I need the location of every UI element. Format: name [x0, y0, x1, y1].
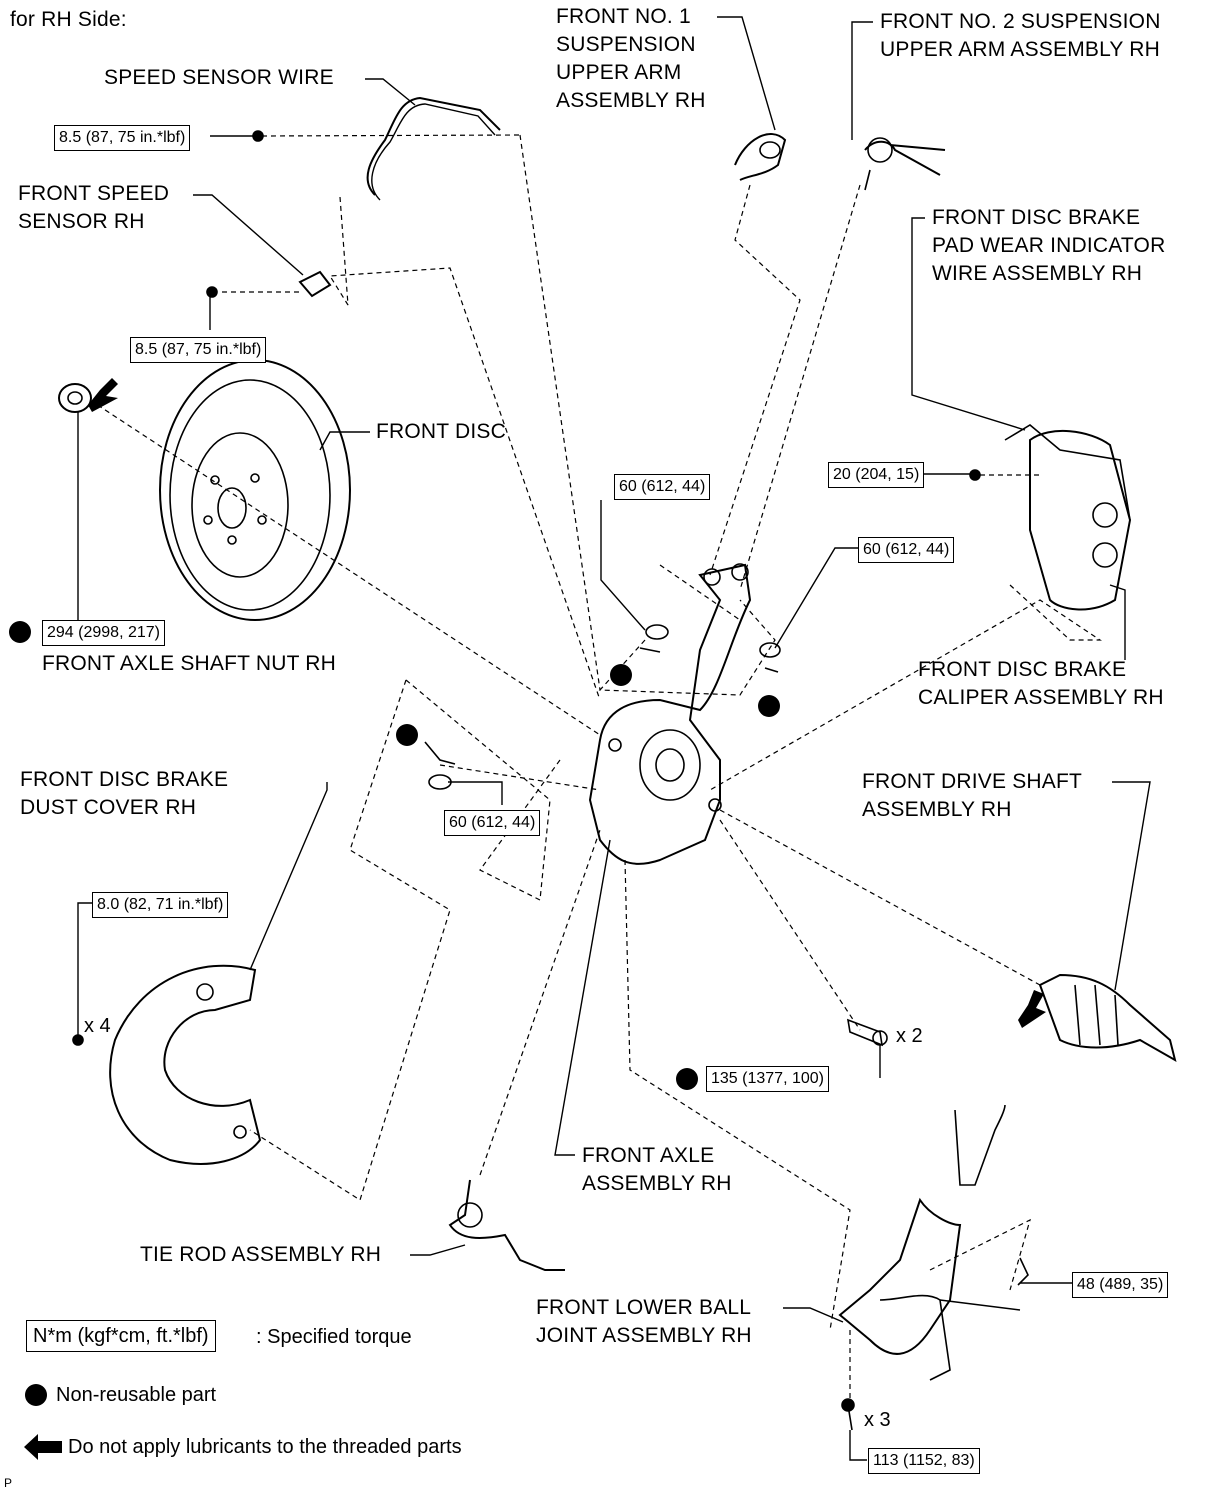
label-speed-sensor-wire: SPEED SENSOR WIRE	[104, 66, 334, 89]
footer-mark: P	[4, 1476, 13, 1490]
non-reusable-dot-lower-bolts	[676, 1068, 698, 1090]
torque-speed-wire-bolt: 8.5 (87, 75 in.*lbf)	[54, 125, 191, 151]
legend-torque-box: N*m (kgf*cm, ft.*lbf)	[26, 1320, 216, 1352]
torque-upper-arm1-nut: 60 (612, 44)	[614, 474, 711, 500]
label-front-disc: FRONT DISC	[376, 420, 506, 443]
non-reusable-dot-arm2	[758, 695, 780, 717]
label-pad-wear-wire: FRONT DISC BRAKE PAD WEAR INDICATOR WIRE…	[932, 206, 1166, 285]
label-front-axle-shaft-nut: FRONT AXLE SHAFT NUT RH	[42, 652, 336, 675]
label-front-speed-sensor: FRONT SPEED SENSOR RH	[18, 182, 170, 233]
non-reusable-dot-tie-rod	[396, 724, 418, 746]
label-tie-rod: TIE ROD ASSEMBLY RH	[140, 1243, 382, 1266]
torque-axle-nut: 294 (2998, 217)	[42, 620, 165, 646]
label-upper-arm-no1: FRONT NO. 1 SUSPENSION UPPER ARM ASSEMBL…	[556, 5, 706, 112]
non-reusable-dot-axle-nut	[9, 621, 31, 643]
torque-ball-joint-lower: 113 (1152, 83)	[868, 1448, 980, 1474]
torque-tie-rod-nut: 60 (612, 44)	[444, 810, 541, 836]
torque-dust-cover-bolt: 8.0 (82, 71 in.*lbf)	[92, 892, 229, 918]
legend-arrow-icon	[24, 1434, 62, 1460]
label-caliper: FRONT DISC BRAKE CALIPER ASSEMBLY RH	[918, 658, 1164, 709]
qty-ball-joint-lower: x 3	[864, 1409, 891, 1431]
torque-ball-joint-bolt: 48 (489, 35)	[1072, 1272, 1169, 1298]
side-heading: for RH Side:	[10, 8, 127, 31]
qty-lower-bolts: x 2	[896, 1025, 923, 1047]
torque-upper-arm2-nut: 60 (612, 44)	[858, 537, 955, 563]
torque-lower-bolts: 135 (1377, 100)	[706, 1066, 829, 1092]
label-front-axle: FRONT AXLE ASSEMBLY RH	[582, 1144, 732, 1195]
label-dust-cover: FRONT DISC BRAKE DUST COVER RH	[20, 768, 229, 819]
torque-speed-sensor-bolt: 8.5 (87, 75 in.*lbf)	[130, 337, 267, 363]
legend-non-reusable-dot	[25, 1384, 47, 1406]
legend-non-reusable-text: Non-reusable part	[56, 1384, 217, 1406]
torque-caliper-bolt: 20 (204, 15)	[828, 462, 925, 488]
label-drive-shaft: FRONT DRIVE SHAFT ASSEMBLY RH	[862, 770, 1083, 821]
non-reusable-dot-arm1	[610, 664, 632, 686]
legend-torque-text: : Specified torque	[256, 1326, 412, 1348]
label-upper-arm-no2: FRONT NO. 2 SUSPENSION UPPER ARM ASSEMBL…	[880, 10, 1161, 61]
legend-no-lubricant-text: Do not apply lubricants to the threaded …	[68, 1436, 462, 1458]
qty-dust-cover: x 4	[84, 1015, 111, 1037]
label-lower-ball-joint: FRONT LOWER BALL JOINT ASSEMBLY RH	[536, 1296, 752, 1347]
